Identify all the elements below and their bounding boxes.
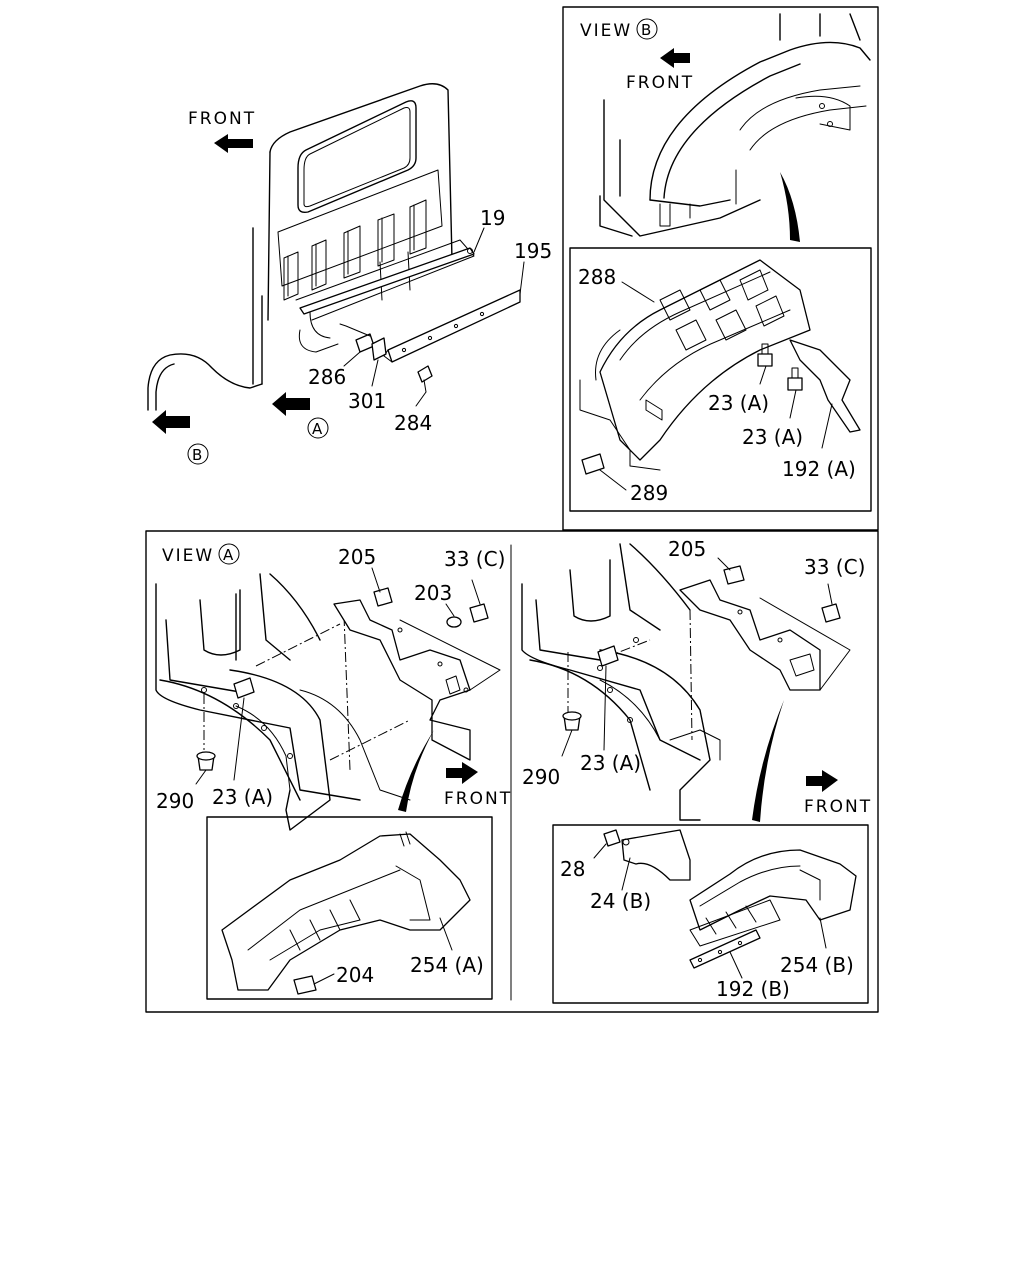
view-a-title: VIEW: [162, 546, 214, 566]
label-28: 28: [560, 857, 585, 881]
view-a-left-body: [155, 573, 411, 831]
view-a-left-front-arrow-icon: [446, 762, 478, 784]
view-b-marker-icon: B: [187, 443, 209, 465]
part-195-bracket: [383, 261, 525, 363]
part-28-bolt: [593, 829, 621, 859]
view-a-left-bracket: [333, 599, 501, 761]
part-23a-bolt-right: [597, 645, 619, 751]
label-23a-1: 23 (A): [708, 391, 769, 415]
part-19-strip: [299, 227, 485, 315]
label-254a: 254 (A): [410, 953, 484, 977]
view-b: VIEW B FRONT: [578, 13, 871, 505]
view-a-marker-letter: A: [312, 420, 323, 438]
part-24b-plate: [621, 829, 691, 891]
view-a-left: VIEW A: [155, 543, 512, 995]
label-205-right: 205: [668, 537, 706, 561]
part-205-bolt-left: [371, 567, 393, 607]
label-23a-right: 23 (A): [580, 751, 641, 775]
view-b-detail-pointer: [780, 172, 800, 242]
view-a-right-front-label: FRONT: [804, 797, 872, 817]
label-192a: 192 (A): [782, 457, 856, 481]
part-290-grommet-left: [195, 751, 216, 785]
view-a-right-body: [521, 543, 721, 821]
diagram-frames: [145, 6, 879, 1013]
view-a-left-detail-frame: [206, 816, 493, 1000]
part-286-clip: [339, 323, 375, 367]
part-23a-bolt-1: [757, 343, 773, 385]
main-front-label: FRONT: [188, 109, 256, 129]
label-301: 301: [348, 389, 386, 413]
part-289-clip: [581, 453, 627, 491]
view-b-title-letter: B: [641, 21, 651, 39]
part-205-bolt-right: [717, 557, 745, 585]
view-a-arrow-icon: [272, 392, 310, 416]
view-a-right-detail-pointer: [752, 700, 784, 822]
label-290-right: 290: [522, 765, 560, 789]
view-a-left-front-label: FRONT: [444, 789, 512, 809]
view-b-front-label: FRONT: [626, 73, 694, 93]
label-23a-left: 23 (A): [212, 785, 273, 809]
view-a-left-detail-pointer: [398, 730, 434, 812]
view-b-detail-frame: [569, 247, 872, 512]
label-192b: 192 (B): [716, 977, 790, 1001]
part-254a-liner: [221, 831, 471, 991]
view-b-front-arrow-icon: [660, 48, 690, 68]
view-a-title-marker-icon: A: [218, 543, 240, 565]
view-b-wheelhouse: [599, 13, 871, 237]
part-23a-bolt-left: [233, 677, 255, 781]
part-290-grommet-right: [561, 711, 582, 757]
label-195: 195: [514, 239, 552, 263]
label-19: 19: [480, 206, 505, 230]
view-a-right-bracket: [679, 579, 851, 691]
label-289: 289: [630, 481, 668, 505]
label-290-left: 290: [156, 789, 194, 813]
view-b-arrow-icon: [152, 410, 190, 434]
view-a-right-detail-frame: [552, 824, 869, 1004]
view-b-title-marker-icon: B: [636, 18, 658, 40]
label-33c-left: 33 (C): [444, 547, 505, 571]
part-203-washer: [445, 603, 462, 628]
view-a-right: 205 33 (C) 23 (A) 290 FRONT 28: [521, 537, 872, 1001]
label-205-left: 205: [338, 545, 376, 569]
view-a-frame: [145, 530, 879, 1013]
part-33c-bolt-left: [469, 579, 489, 623]
view-a-marker-icon: A: [307, 417, 329, 439]
part-192b-strip: [689, 929, 761, 979]
main-view: FRONT: [147, 83, 552, 465]
part-284-screw: [415, 365, 433, 407]
label-23a-2: 23 (A): [742, 425, 803, 449]
label-284: 284: [394, 411, 432, 435]
view-b-title: VIEW: [580, 21, 632, 41]
label-204: 204: [336, 963, 374, 987]
view-b-frame: [562, 6, 879, 531]
part-254b-liner: [689, 849, 857, 949]
cab-body-outline: [147, 83, 475, 411]
part-23a-bolt-2: [787, 367, 803, 419]
label-203: 203: [414, 581, 452, 605]
view-a-title-letter: A: [223, 546, 234, 564]
view-b-marker-letter: B: [192, 446, 202, 464]
part-288-liner: [579, 259, 811, 471]
label-286: 286: [308, 365, 346, 389]
label-254b: 254 (B): [780, 953, 854, 977]
front-arrow-icon: [214, 134, 253, 153]
label-24b: 24 (B): [590, 889, 651, 913]
label-33c-right: 33 (C): [804, 555, 865, 579]
part-192a-flap: [789, 339, 861, 449]
part-301-nut: [371, 337, 387, 387]
part-33c-bolt-right: [821, 583, 841, 623]
label-288: 288: [578, 265, 616, 289]
part-204-clip: [293, 973, 335, 995]
view-a-right-front-arrow-icon: [806, 770, 838, 792]
